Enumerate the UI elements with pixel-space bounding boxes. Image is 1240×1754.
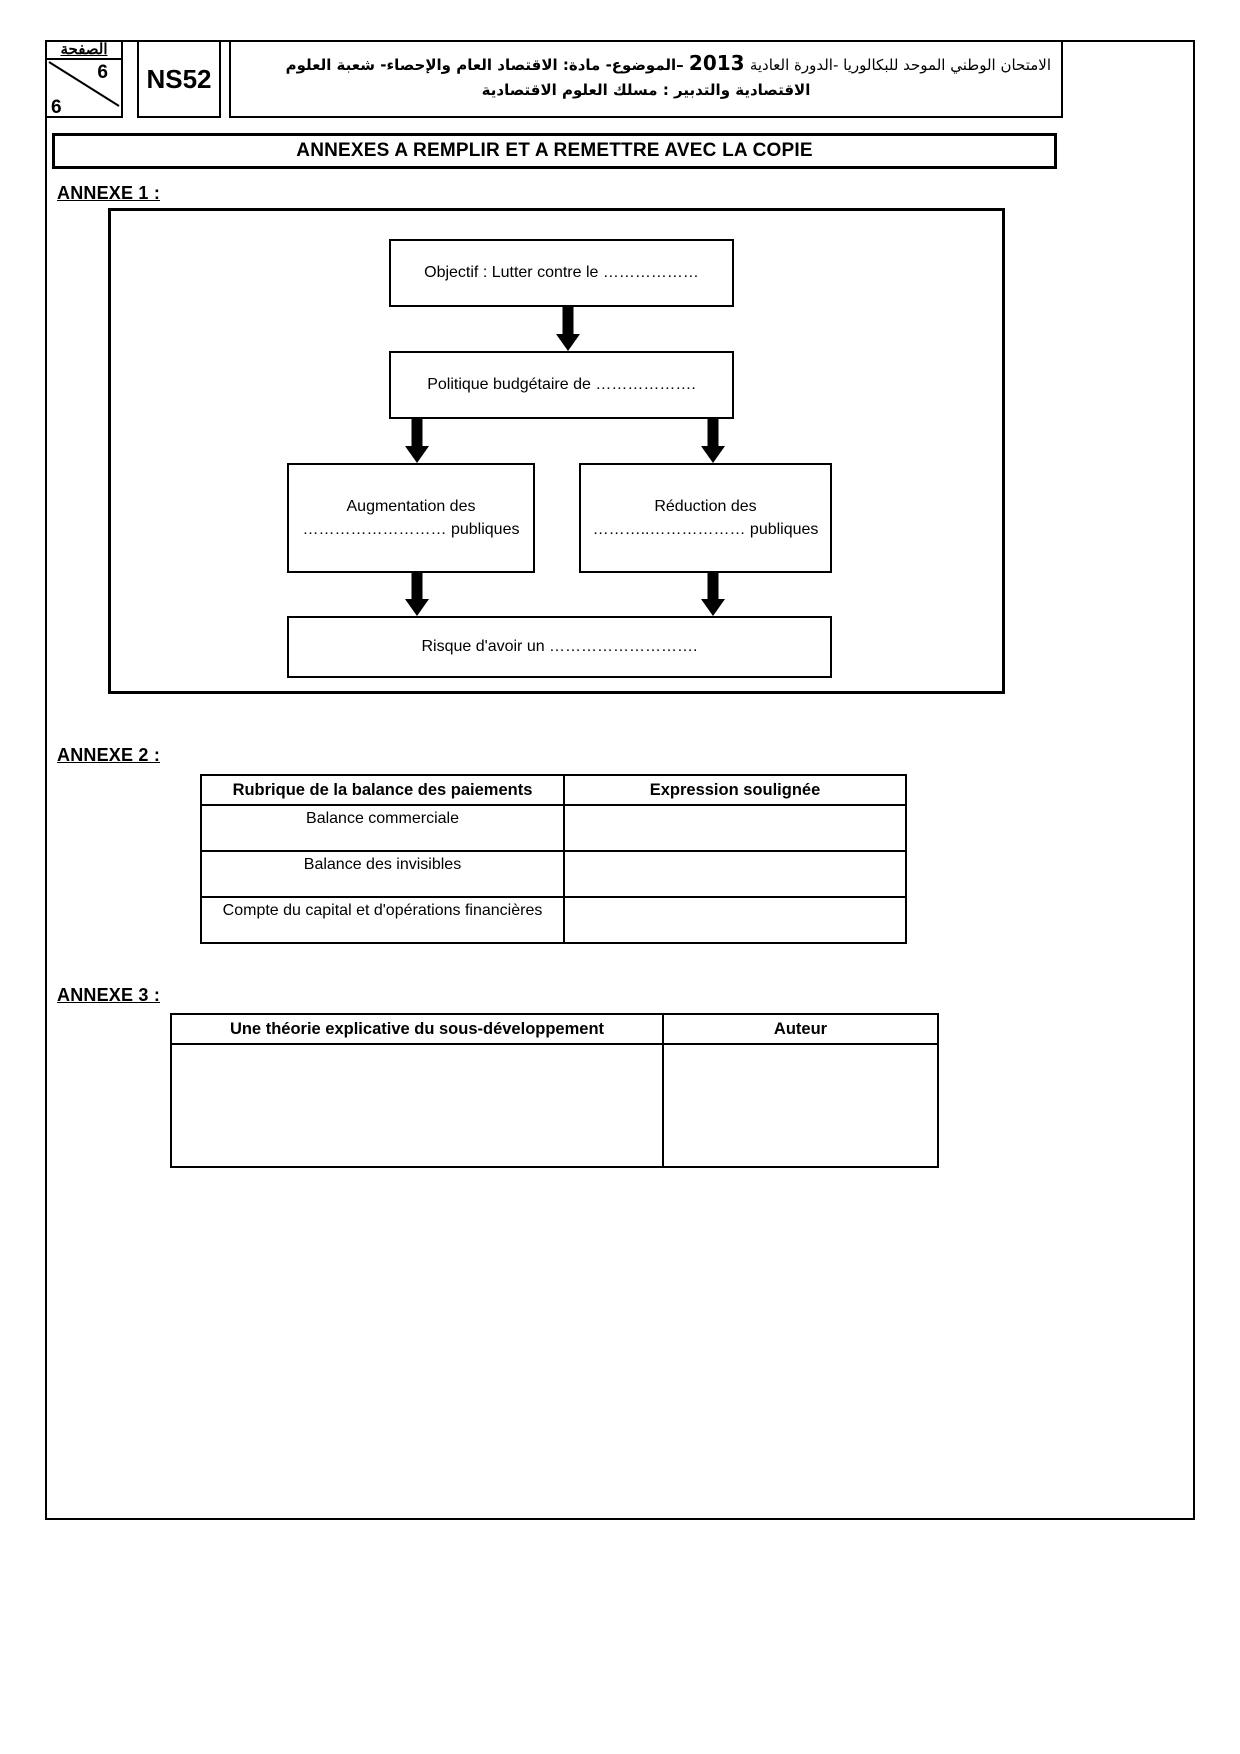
annexe-2-heading: ANNEXE 2 :: [57, 745, 161, 765]
cell-expression-blank[interactable]: [563, 804, 907, 852]
exam-title-part-b: –الموضوع- مادة: الاقتصاد العام والإحصاء-…: [285, 56, 684, 74]
annexe-2-table: Rubrique de la balance des paiements Exp…: [200, 774, 907, 944]
diagram-box-augmentation: Augmentation des ……………………… publiques: [287, 463, 535, 573]
annexe-3-table: Une théorie explicative du sous-développ…: [170, 1013, 939, 1168]
arrow-down-icon: [405, 573, 429, 616]
page-number-label: الصفحة: [47, 42, 121, 60]
annexe-1-diagram: Objectif : Lutter contre le ……………… Polit…: [108, 208, 1005, 694]
cell-theorie-blank[interactable]: [170, 1043, 664, 1168]
exam-title-part-a: الامتحان الوطني الموحد للبكالوريا -الدور…: [749, 56, 1051, 74]
page-number-box: الصفحة 6 6: [45, 40, 123, 118]
table-row: Balance des invisibles: [200, 850, 907, 898]
page-current: 6: [97, 61, 108, 83]
page-number-fraction: 6 6: [47, 60, 121, 118]
column-header-rubrique: Rubrique de la balance des paiements: [200, 774, 565, 806]
exam-title-box: الامتحان الوطني الموحد للبكالوريا -الدور…: [229, 40, 1063, 118]
arrow-head: [405, 446, 429, 463]
annexes-banner: ANNEXES A REMPLIR ET A REMETTRE AVEC LA …: [52, 133, 1057, 169]
diagonal-slash-icon: [48, 60, 120, 107]
arrow-shaft: [411, 573, 423, 599]
arrow-head: [701, 446, 725, 463]
annexe-3-heading: ANNEXE 3 :: [57, 985, 161, 1005]
diagram-box-risque: Risque d'avoir un ……………………….: [287, 616, 832, 678]
arrow-down-icon: [556, 307, 580, 351]
table-row: Compte du capital et d'opérations financ…: [200, 896, 907, 944]
table-row: Balance commerciale: [200, 804, 907, 852]
column-header-auteur: Auteur: [662, 1013, 939, 1045]
diagram-box-objectif: Objectif : Lutter contre le ………………: [389, 239, 734, 307]
exam-title-line-2: الاقتصادية والتدبير : مسلك العلوم الاقتص…: [481, 81, 811, 99]
document-header: الصفحة 6 6 NS52 الامتحان الوطني الموحد ل…: [45, 40, 1063, 118]
cell-rubrique: Compte du capital et d'opérations financ…: [200, 896, 565, 944]
exam-code-box: NS52: [137, 40, 221, 118]
table-header-row: Rubrique de la balance des paiements Exp…: [200, 774, 907, 806]
column-header-theorie: Une théorie explicative du sous-développ…: [170, 1013, 664, 1045]
annexe-1-heading: ANNEXE 1 :: [57, 183, 161, 203]
exam-title-line-1: الامتحان الوطني الموحد للبكالوريا -الدور…: [241, 48, 1051, 79]
arrow-down-icon: [405, 419, 429, 463]
column-header-expression: Expression soulignée: [563, 774, 907, 806]
arrow-shaft: [707, 573, 719, 599]
arrow-shaft: [411, 419, 423, 446]
arrow-head: [701, 599, 725, 616]
cell-rubrique: Balance des invisibles: [200, 850, 565, 898]
arrow-shaft: [562, 307, 574, 334]
cell-auteur-blank[interactable]: [662, 1043, 939, 1168]
arrow-down-icon: [701, 573, 725, 616]
arrow-shaft: [707, 419, 719, 446]
cell-expression-blank[interactable]: [563, 850, 907, 898]
diagram-box-reduction: Réduction des ………..……………… publiques: [579, 463, 832, 573]
cell-rubrique: Balance commerciale: [200, 804, 565, 852]
diagram-box-politique-budgetaire: Politique budgétaire de ……………….: [389, 351, 734, 419]
table-header-row: Une théorie explicative du sous-développ…: [170, 1013, 939, 1045]
exam-year: 2013: [688, 51, 745, 75]
arrow-down-icon: [701, 419, 725, 463]
table-row: [170, 1043, 939, 1168]
cell-expression-blank[interactable]: [563, 896, 907, 944]
arrow-head: [556, 334, 580, 351]
arrow-head: [405, 599, 429, 616]
page-total: 6: [51, 97, 62, 118]
